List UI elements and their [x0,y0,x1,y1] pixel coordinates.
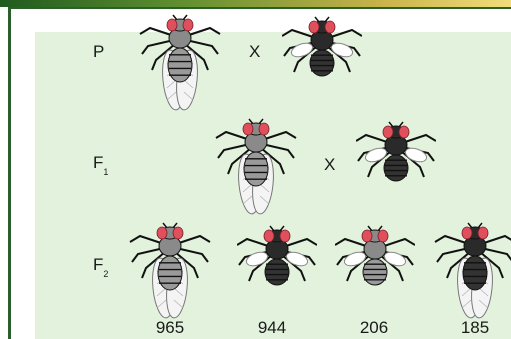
fly-gray-long-wing [213,118,299,216]
fly-dark-long-wing [432,222,511,320]
count-gray-long: 965 [135,318,205,338]
fly-dark-vestigial-wing [282,16,362,80]
count-dark-vestigial: 944 [237,318,307,338]
fly-gray-vestigial-wing [335,225,415,289]
fly-dark-vestigial-wing [356,121,436,185]
label-f1-generation: F1 [93,153,108,174]
label-p-generation: P [93,42,104,62]
label-f2-generation: F2 [93,255,108,276]
fly-gray-long-wing [127,222,213,320]
cross-symbol-f1: X [324,155,335,175]
count-dark-long: 185 [440,318,510,338]
fly-dark-vestigial-wing [237,225,317,289]
header-gradient-bar [0,0,511,7]
count-gray-vestigial: 206 [339,318,409,338]
fly-gray-long-wing [137,14,223,112]
cross-symbol-p: X [249,42,260,62]
